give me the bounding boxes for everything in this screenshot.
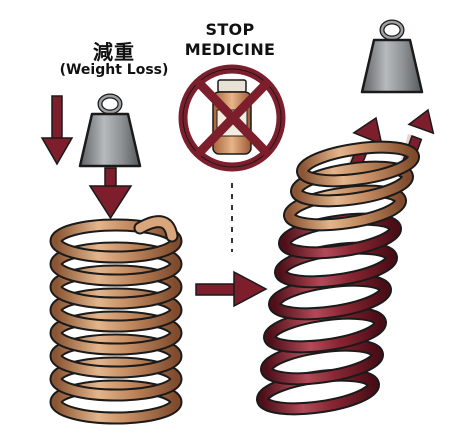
no-medicine-icon [178,64,286,172]
weight-loss-caption-jp: 減重 [93,40,135,64]
weight-loss-caption-en: (Weight Loss) [59,62,169,78]
spring-coil-7 [292,162,412,206]
spring-coil-group-7 [290,160,414,208]
rebounding-spring [256,140,420,416]
spring-coil-1 [51,358,181,400]
spring-coil-0 [51,381,181,423]
spring-coil-top [135,217,177,241]
spring-coil-6 [51,243,181,285]
down-arrow-icon [40,95,74,166]
down-arrow-icon [88,167,133,220]
stop-medicine-caption: STOP MEDICINE [170,20,290,60]
spring-coil-3 [51,312,181,354]
right-arrow-icon [195,270,268,308]
stop-medicine-line2: MEDICINE [184,40,276,59]
spring-coil-group-8 [296,140,420,188]
spring-coil-5 [51,266,181,308]
compressed-spring [49,215,183,425]
spring-coil-group-6 [283,184,407,232]
spring-coil-2 [51,335,181,377]
spring-coil-8 [298,142,418,186]
stop-medicine-line1: STOP [205,20,255,39]
spring-coil-4 [51,289,181,331]
spring-coil-6 [285,186,405,230]
weight-icon [78,93,142,168]
weight-icon [360,19,424,94]
